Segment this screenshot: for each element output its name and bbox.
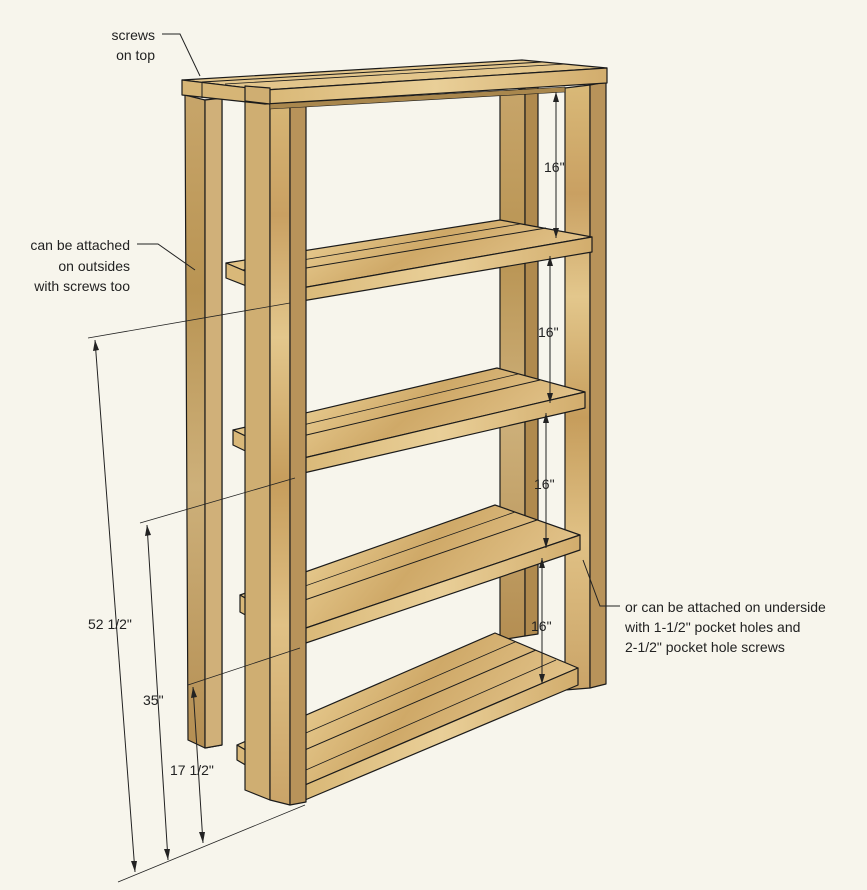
shelf-spacing-1: 16" — [544, 159, 565, 175]
screws-on-top-label-line1: screws — [111, 27, 155, 43]
outsides-label-line1: can be attached — [30, 237, 130, 253]
height-mid-label: 35" — [143, 692, 164, 708]
front-right-leg — [564, 81, 607, 691]
shelf-spacing-4: 16" — [531, 618, 552, 634]
shelf-spacing-2: 16" — [538, 324, 559, 340]
underside-label-line2: with 1-1/2" pocket holes and — [624, 619, 800, 635]
outsides-label-line2: on outsides — [58, 258, 130, 274]
outsides-label-line3: with screws too — [33, 278, 130, 294]
underside-label-line3: 2-1/2" pocket hole screws — [625, 639, 785, 655]
shelf-spacing-3: 16" — [534, 476, 555, 492]
front-left-leg — [244, 83, 307, 806]
underside-label-line1: or can be attached on underside — [625, 599, 826, 615]
height-low-label: 17 1/2" — [170, 762, 214, 778]
screws-on-top-label-line2: on top — [116, 47, 155, 63]
height-total-label: 52 1/2" — [88, 616, 132, 632]
top-frame — [181, 59, 608, 105]
left-outer-leg — [184, 94, 223, 749]
